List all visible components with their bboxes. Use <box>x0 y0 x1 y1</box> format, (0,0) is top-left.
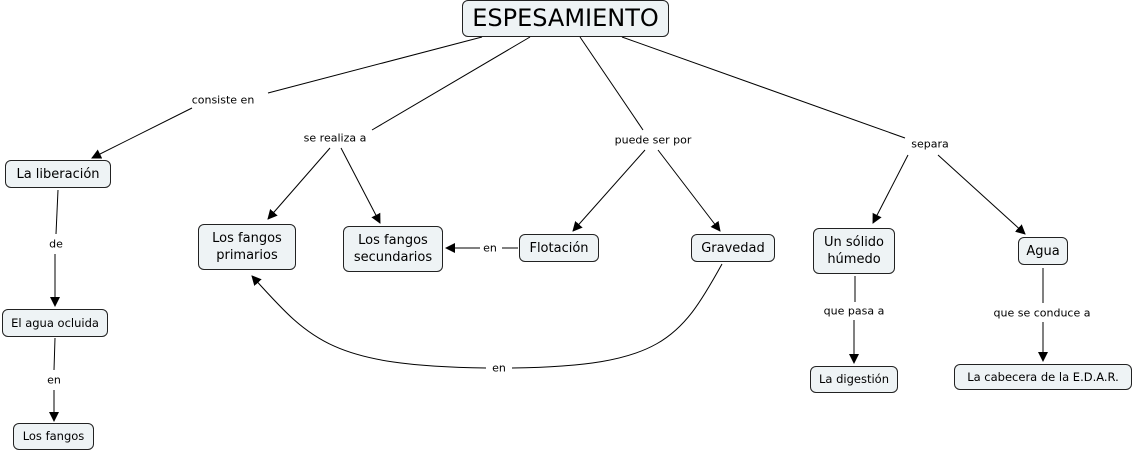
concept-flotacion[interactable]: Flotación <box>519 234 599 262</box>
concept-fangos-primarios[interactable]: Los fangos primarios <box>198 224 296 270</box>
concept-fangos-secundarios[interactable]: Los fangos secundarios <box>343 226 443 272</box>
concept-gravedad[interactable]: Gravedad <box>691 234 775 262</box>
link-de: de <box>47 237 65 251</box>
link-en: en <box>481 241 499 255</box>
link-puede-ser-por: puede ser por <box>612 133 694 147</box>
concept-cabecera-edar[interactable]: La cabecera de la E.D.A.R. <box>954 364 1132 390</box>
concept-la-digestion[interactable]: La digestión <box>810 366 898 393</box>
concept-espesamiento[interactable]: ESPESAMIENTO <box>462 0 669 37</box>
link-consiste-en: consiste en <box>189 93 257 107</box>
link-en: en <box>45 373 63 387</box>
concept-agua[interactable]: Agua <box>1018 237 1068 265</box>
link-que-pasa-a: que pasa a <box>821 304 887 318</box>
link-en: en <box>490 361 508 375</box>
concept-solido-humedo[interactable]: Un sólido húmedo <box>813 228 895 274</box>
link-separa: separa <box>909 137 951 151</box>
link-que-se-conduce-a: que se conduce a <box>991 306 1093 320</box>
link-se-realiza-a: se realiza a <box>301 131 369 145</box>
concept-el-agua-ocluida[interactable]: El agua ocluida <box>2 309 108 337</box>
concept-los-fangos[interactable]: Los fangos <box>13 423 94 450</box>
concept-la-liberacion[interactable]: La liberación <box>5 160 111 188</box>
